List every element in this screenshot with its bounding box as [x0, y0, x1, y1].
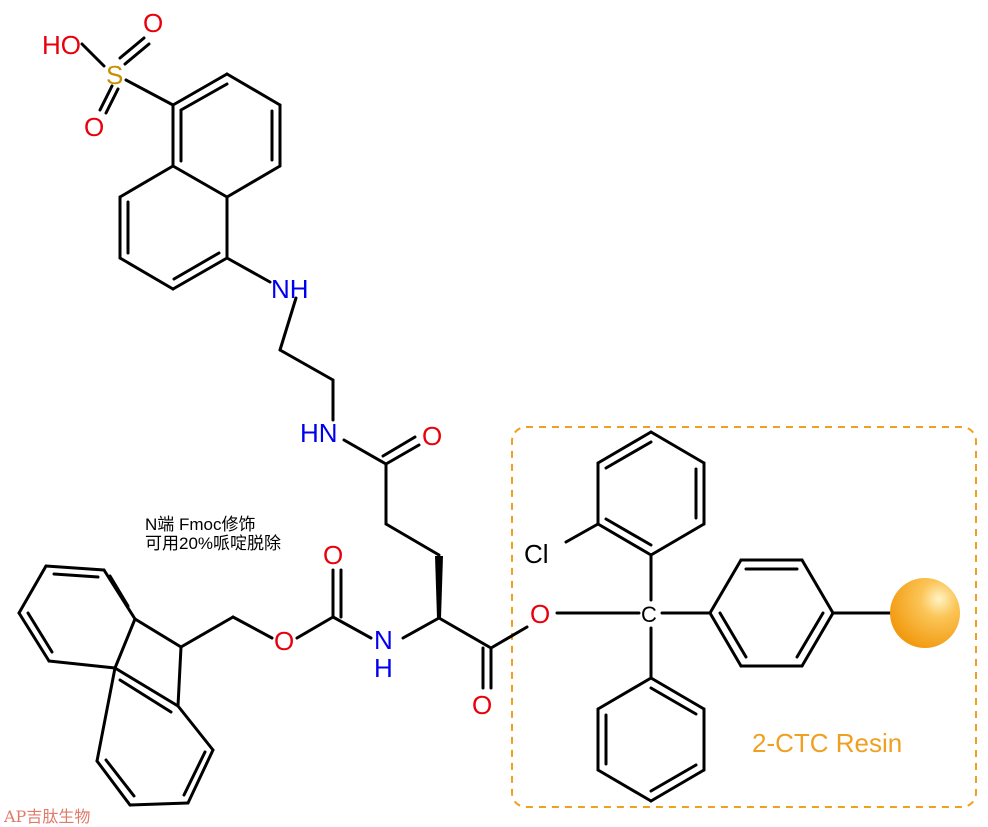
atom-h-alpha: H: [374, 653, 393, 683]
annotation-line-2: 可用20%哌啶脱除: [145, 534, 282, 553]
atom-n-alpha: N: [374, 625, 393, 655]
phenyl-ring: [596, 676, 706, 803]
atom-o-top: O: [143, 8, 163, 38]
fmoc-carbamate: [179, 568, 373, 649]
glutamine-backbone: [381, 435, 529, 690]
atom-sulfur: S: [106, 60, 123, 90]
ethylenediamine-linker: [225, 256, 388, 466]
atom-o-fmoc-ester: O: [274, 626, 294, 656]
atom-nh-dansyl: NH: [271, 274, 309, 304]
watermark-logo: AP吉肽生物: [4, 807, 91, 826]
atom-chlorine: Cl: [524, 539, 549, 569]
atom-o-ester-link: O: [530, 599, 550, 629]
naphthalene-ring: [118, 72, 282, 291]
atom-hn-amide: HN: [300, 418, 338, 448]
atom-o-sulfonyl: O: [84, 112, 104, 142]
resin-label: 2-CTC Resin: [752, 728, 902, 758]
chlorophenyl-ring: [564, 430, 706, 557]
annotation-line-1: N端 Fmoc修饰: [145, 515, 256, 534]
sulfonic-acid-group: [80, 36, 175, 115]
atom-o-amide: O: [422, 421, 442, 451]
atom-ho: HO: [42, 30, 81, 60]
fluorene-ring: [17, 564, 215, 807]
trityl-core: [555, 553, 712, 680]
atom-trityl-carbon: C: [641, 602, 657, 627]
atom-o-carbamate: O: [323, 540, 343, 570]
para-phenylene-ring: [708, 558, 895, 668]
resin-bead: [890, 578, 960, 648]
fmoc-annotation: N端 Fmoc修饰 可用20%哌啶脱除: [145, 515, 281, 553]
atom-o-carbonyl: O: [472, 690, 492, 720]
